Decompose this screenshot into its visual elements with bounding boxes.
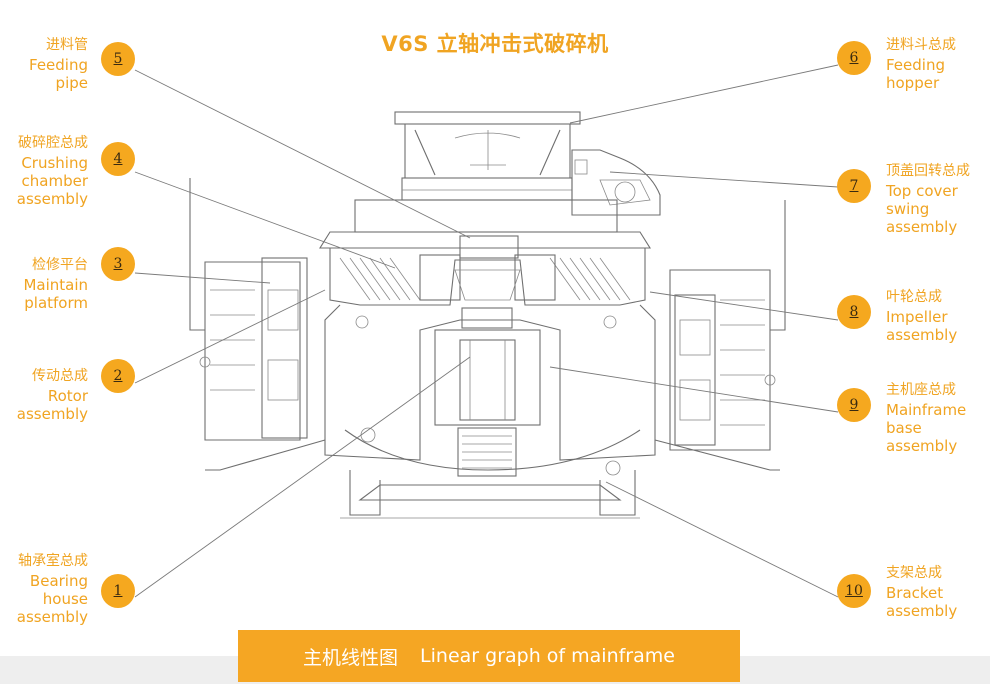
- caption-cn: 主机线性图: [303, 646, 399, 669]
- top-cover-swing-shape: [571, 149, 661, 216]
- crushing-chamber-shape: [329, 248, 646, 306]
- badge-1: 1: [101, 574, 135, 608]
- diagram-title: V6S 立轴冲击式破碎机: [381, 32, 609, 56]
- label-cn: 传动总成: [32, 368, 88, 384]
- badge-10: 10: [837, 574, 871, 608]
- badge-9: 9: [837, 388, 871, 422]
- badge-2: 2: [101, 359, 135, 393]
- label-en: Mainframe base assembly: [886, 401, 967, 455]
- label-feeding-hopper: 进料斗总成 Feeding hopper: [886, 36, 956, 92]
- label-cn: 主机座总成: [886, 382, 956, 398]
- label-top-cover-swing: 顶盖回转总成 Top cover swing assembly: [886, 162, 970, 236]
- label-feeding-pipe: 进料管 Feeding pipe: [29, 36, 88, 92]
- label-en: Bearing house assembly: [16, 572, 88, 626]
- label-bracket: 支架总成 Bracket assembly: [886, 564, 957, 620]
- label-crushing-chamber: 破碎腔总成 Crushing chamber assembly: [17, 134, 88, 208]
- badge-8: 8: [837, 295, 871, 329]
- label-en: Feeding hopper: [886, 56, 945, 92]
- maintain-platform-left-shape: [189, 178, 308, 441]
- label-en: Bracket assembly: [886, 584, 958, 620]
- feeding-hopper-shape: [394, 111, 581, 201]
- leader-lines: [134, 64, 839, 598]
- badge-3: 3: [101, 247, 135, 281]
- top-frame-shape: [319, 199, 651, 259]
- badge-7: 7: [837, 169, 871, 203]
- badge-4: 4: [101, 142, 135, 176]
- label-en: Impeller assembly: [886, 308, 958, 344]
- bearing-house-shape: [434, 307, 541, 477]
- label-cn: 叶轮总成: [886, 289, 942, 305]
- label-cn: 进料斗总成: [886, 37, 956, 53]
- badge-5: 5: [101, 42, 135, 76]
- label-cn: 检修平台: [32, 257, 88, 273]
- label-en: Feeding pipe: [29, 56, 88, 92]
- label-maintain-platform: 检修平台 Maintain platform: [23, 256, 88, 312]
- label-impeller: 叶轮总成 Impeller assembly: [886, 288, 957, 344]
- label-en: Maintain platform: [23, 276, 88, 312]
- maintain-platform-right-shape: [669, 200, 786, 451]
- label-cn: 轴承室总成: [18, 553, 88, 569]
- label-en: Top cover swing assembly: [886, 182, 958, 236]
- label-cn: 顶盖回转总成: [886, 163, 970, 179]
- label-cn: 破碎腔总成: [18, 135, 88, 151]
- label-en: Crushing chamber assembly: [16, 154, 88, 208]
- caption-banner: 主机线性图 Linear graph of mainframe: [238, 630, 740, 682]
- mainframe-base-shape: [205, 304, 780, 519]
- caption-en: Linear graph of mainframe: [420, 645, 675, 667]
- label-cn: 支架总成: [886, 565, 942, 581]
- label-en: Rotor assembly: [16, 387, 88, 423]
- label-mainframe-base: 主机座总成 Mainframe base assembly: [886, 381, 966, 455]
- label-rotor-assembly: 传动总成 Rotor assembly: [17, 367, 88, 423]
- label-cn: 进料管: [46, 37, 88, 53]
- label-bearing-house: 轴承室总成 Bearing house assembly: [17, 552, 88, 626]
- badge-6: 6: [837, 41, 871, 75]
